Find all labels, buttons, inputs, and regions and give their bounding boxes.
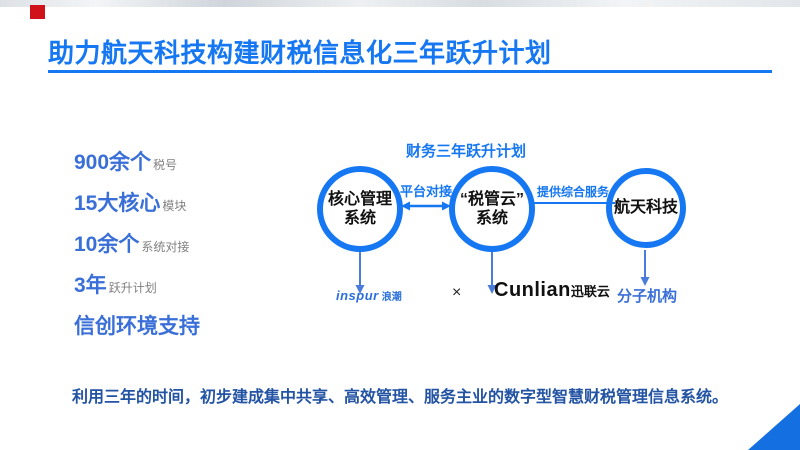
corner-triangle-accent xyxy=(748,404,800,450)
inspur-logo-cn: 浪潮 xyxy=(381,292,402,303)
double-arrow-icon xyxy=(401,201,451,211)
down-arrow-icon xyxy=(487,252,497,294)
cunlian-logo-text: Cunlian xyxy=(494,279,571,301)
corner-red-square xyxy=(30,5,45,19)
down-arrow-icon xyxy=(355,252,365,294)
connector-comprehensive-service-label: 提供综合服务 xyxy=(531,183,615,204)
stat-item-core-modules: 15大核心 模块 xyxy=(74,187,202,217)
diagram-heading: 财务三年跃升计划 xyxy=(405,143,526,160)
stat-label: 系统对接 xyxy=(141,240,190,254)
circle-tax-cloud-system: “税管云” 系统 xyxy=(449,166,535,252)
inspur-logo-text: inspur xyxy=(336,288,379,303)
down-arrow-icon xyxy=(640,250,650,286)
cunlian-logo: Cunlian迅联云 xyxy=(494,279,610,302)
stat-label: 税号 xyxy=(153,158,178,172)
branch-organizations-label: 分子机构 xyxy=(617,288,678,305)
circle-text-line: “税管云” xyxy=(459,190,524,208)
connector-platform-integration-label: 平台对接 xyxy=(399,184,452,199)
stat-item-xinchuang-support: 信创环境支持 xyxy=(74,310,202,340)
stat-label: 模块 xyxy=(162,199,187,213)
circle-core-management-system: 核心管理 系统 xyxy=(317,166,403,252)
stat-value: 信创环境支持 xyxy=(74,315,200,338)
circle-text-line: 航天科技 xyxy=(613,199,678,217)
top-gradient-band xyxy=(0,0,800,7)
stat-item-tax-ids: 900余个 税号 xyxy=(74,146,202,176)
circle-text-line: 系统 xyxy=(343,210,376,227)
multiply-sign: × xyxy=(452,284,462,301)
stat-label: 跃升计划 xyxy=(108,281,157,295)
stat-value: 15大核心 xyxy=(74,192,161,215)
circle-text-line: 系统 xyxy=(475,210,508,227)
stats-list: 900余个 税号 15大核心 模块 10余个 系统对接 3年 跃升计划 信创环境… xyxy=(74,146,202,340)
circle-aerospace-tech: 航天科技 xyxy=(606,168,686,248)
circle-text-line: 核心管理 xyxy=(327,190,392,208)
stat-item-three-year-plan: 3年 跃升计划 xyxy=(74,269,202,299)
footer-summary-text: 利用三年的时间，初步建成集中共享、高效管理、服务主业的数字型智慧财税管理信息系统… xyxy=(71,389,728,406)
stat-value: 3年 xyxy=(74,274,107,297)
stat-value: 900余个 xyxy=(74,151,152,174)
cunlian-logo-cn: 迅联云 xyxy=(570,284,610,299)
stat-item-system-integrations: 10余个 系统对接 xyxy=(74,228,202,258)
stat-value: 10余个 xyxy=(74,233,140,256)
title-underline-rule xyxy=(48,70,772,73)
slide-title: 助力航天科技构建财税信息化三年跃升计划 xyxy=(48,38,552,68)
